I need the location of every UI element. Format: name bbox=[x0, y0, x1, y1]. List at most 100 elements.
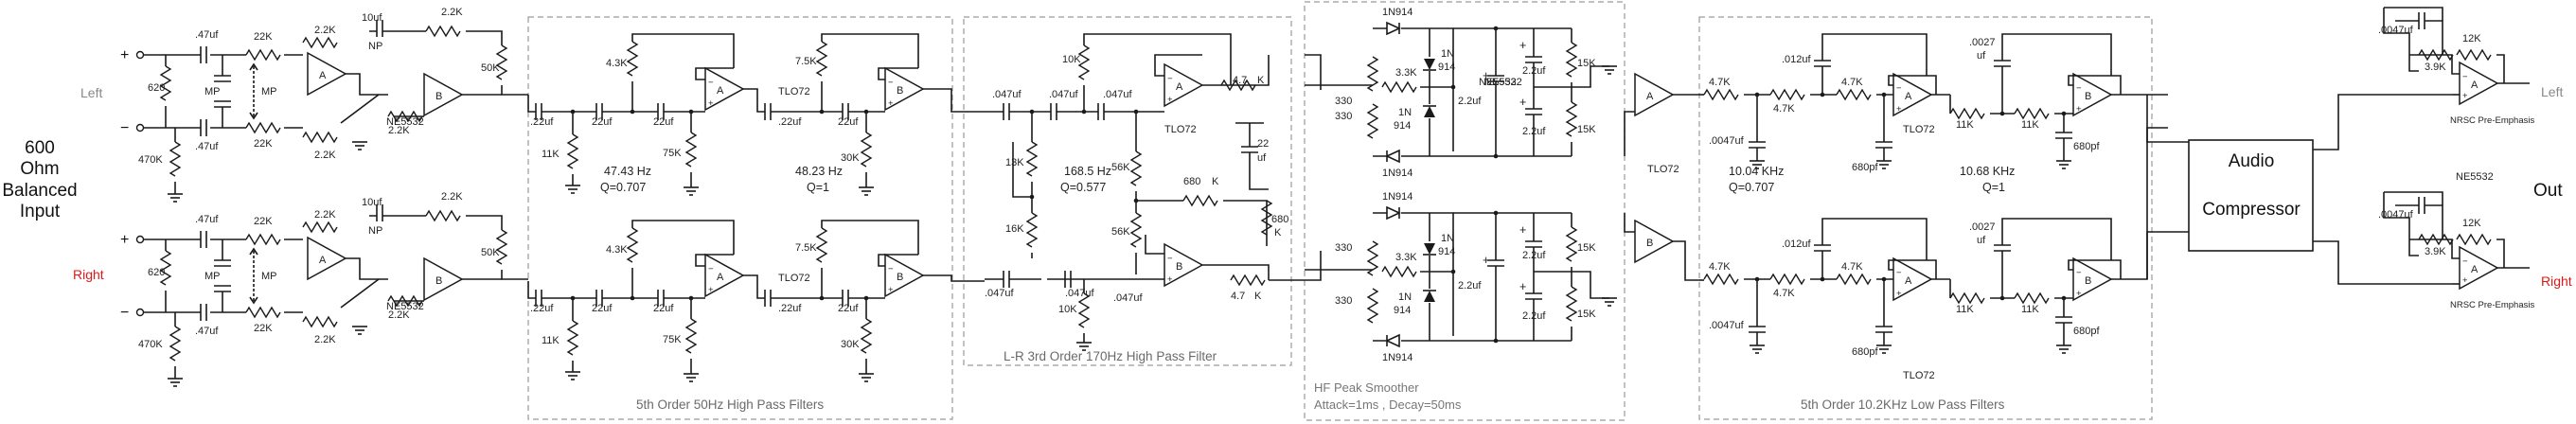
svg-text:−: − bbox=[1896, 83, 1902, 94]
svg-text:3.9K: 3.9K bbox=[2425, 62, 2446, 73]
svg-text:.22uf: .22uf bbox=[778, 116, 802, 128]
svg-text:.0047uf: .0047uf bbox=[2378, 209, 2414, 221]
svg-text:.47uf: .47uf bbox=[195, 326, 219, 337]
svg-text:30K: 30K bbox=[841, 339, 860, 350]
svg-text:11K: 11K bbox=[1956, 304, 1974, 315]
svg-text:680: 680 bbox=[1183, 176, 1200, 187]
svg-text:1N914: 1N914 bbox=[1382, 7, 1412, 18]
compressor-label-line1: Audio bbox=[2229, 151, 2275, 171]
svg-text:22uf: 22uf bbox=[653, 303, 674, 314]
svg-text:680pf: 680pf bbox=[1852, 346, 1878, 358]
svg-text:1N: 1N bbox=[1398, 292, 1412, 303]
svg-text:−: − bbox=[888, 78, 894, 88]
svg-text:2.2uf: 2.2uf bbox=[1522, 250, 1546, 261]
svg-text:2.2K: 2.2K bbox=[314, 209, 336, 221]
output-label: Out bbox=[2533, 181, 2563, 201]
svg-text:−: − bbox=[1167, 254, 1173, 264]
svg-text:680pf: 680pf bbox=[2073, 326, 2100, 337]
front-end-right: + − .47uf .47uf 620 470K 22K 22K MP MP 2… bbox=[120, 191, 528, 387]
svg-text:1N: 1N bbox=[1441, 233, 1454, 244]
svg-text:22uf: 22uf bbox=[838, 303, 859, 314]
svg-text:+: + bbox=[1167, 95, 1173, 105]
svg-text:56K: 56K bbox=[1111, 226, 1130, 238]
svg-text:TLO72: TLO72 bbox=[1903, 370, 1935, 381]
svg-text:.012uf: .012uf bbox=[1782, 54, 1812, 65]
svg-text:470K: 470K bbox=[138, 339, 163, 350]
svg-text:A: A bbox=[1905, 275, 1912, 287]
svg-text:+: + bbox=[1519, 39, 1526, 52]
svg-text:50K: 50K bbox=[481, 62, 500, 74]
svg-text:22uf: 22uf bbox=[653, 116, 674, 128]
svg-text:680: 680 bbox=[1271, 214, 1288, 225]
svg-text:.047uf: .047uf bbox=[1103, 89, 1133, 100]
svg-text:.47uf: .47uf bbox=[195, 29, 219, 41]
svg-text:330: 330 bbox=[1335, 96, 1352, 107]
svg-text:2.2K: 2.2K bbox=[314, 25, 336, 36]
hpf-left: .22uf 22uf 22uf 11K 4.3K 75K A −+ 47.43 … bbox=[527, 33, 985, 196]
input-label-line1: 600 bbox=[25, 138, 55, 158]
svg-text:TLO72: TLO72 bbox=[1903, 124, 1935, 135]
svg-text:22K: 22K bbox=[254, 216, 273, 227]
svg-text:15K: 15K bbox=[1577, 124, 1596, 135]
hpf-section-box bbox=[527, 16, 953, 420]
output-right-label: Right bbox=[2541, 274, 2572, 289]
svg-text:−: − bbox=[888, 264, 894, 274]
svg-text:7.5K: 7.5K bbox=[795, 56, 817, 67]
svg-text:B: B bbox=[897, 272, 903, 283]
svg-text:56K: 56K bbox=[1111, 162, 1130, 173]
svg-text:−: − bbox=[708, 264, 714, 274]
svg-text:Q=0.707: Q=0.707 bbox=[600, 181, 646, 194]
svg-text:4.7: 4.7 bbox=[1231, 291, 1245, 302]
svg-text:22uf: 22uf bbox=[592, 116, 613, 128]
svg-text:A: A bbox=[717, 272, 724, 283]
svg-text:K: K bbox=[1257, 75, 1265, 86]
svg-text:−: − bbox=[2462, 256, 2468, 267]
svg-text:1N914: 1N914 bbox=[1382, 352, 1412, 363]
svg-text:10uf: 10uf bbox=[362, 197, 382, 208]
svg-text:Q=0.707: Q=0.707 bbox=[1729, 181, 1774, 194]
svg-text:10.04 KHz: 10.04 KHz bbox=[1729, 165, 1784, 178]
svg-text:+: + bbox=[2076, 104, 2082, 115]
svg-text:2.2K: 2.2K bbox=[388, 125, 410, 136]
svg-text:NRSC Pre-Emphasis: NRSC Pre-Emphasis bbox=[2450, 300, 2534, 310]
svg-text:.0047uf: .0047uf bbox=[2378, 25, 2414, 36]
svg-text:−: − bbox=[2076, 83, 2082, 94]
svg-text:K: K bbox=[1212, 176, 1219, 187]
svg-text:1N: 1N bbox=[1398, 107, 1412, 118]
svg-text:+: + bbox=[1483, 254, 1489, 267]
svg-text:4.3K: 4.3K bbox=[606, 244, 628, 256]
right-channel-label: Right bbox=[73, 267, 104, 282]
svg-text:+: + bbox=[708, 98, 714, 109]
svg-text:−: − bbox=[708, 78, 714, 88]
svg-text:MP: MP bbox=[261, 271, 277, 282]
svg-text:+: + bbox=[120, 47, 129, 63]
svg-text:TLO72: TLO72 bbox=[1647, 164, 1679, 175]
svg-text:A: A bbox=[1905, 91, 1912, 102]
svg-text:+: + bbox=[120, 232, 129, 248]
svg-text:3.3K: 3.3K bbox=[1395, 252, 1417, 263]
svg-text:3.3K: 3.3K bbox=[1395, 67, 1417, 79]
svg-text:22K: 22K bbox=[254, 323, 273, 334]
svg-text:2.2uf: 2.2uf bbox=[1522, 65, 1546, 77]
svg-text:11K: 11K bbox=[1956, 119, 1974, 131]
svg-text:620: 620 bbox=[148, 82, 165, 94]
svg-text:TLO72: TLO72 bbox=[778, 86, 810, 97]
hf-attack-decay: Attack=1ms , Decay=50ms bbox=[1314, 398, 1462, 412]
svg-text:11K: 11K bbox=[2021, 119, 2039, 131]
svg-text:uf: uf bbox=[1977, 50, 1986, 62]
svg-text:Q=0.577: Q=0.577 bbox=[1060, 181, 1106, 194]
svg-text:Q=1: Q=1 bbox=[807, 181, 829, 194]
svg-text:2.2uf: 2.2uf bbox=[1458, 96, 1482, 107]
svg-text:620: 620 bbox=[148, 267, 165, 278]
svg-text:−: − bbox=[2076, 268, 2082, 278]
svg-text:B: B bbox=[2085, 275, 2091, 287]
svg-text:+: + bbox=[2462, 91, 2468, 101]
svg-text:2.2uf: 2.2uf bbox=[1522, 310, 1546, 322]
svg-text:Q=1: Q=1 bbox=[1982, 181, 2005, 194]
svg-text:2.2K: 2.2K bbox=[388, 309, 410, 321]
svg-text:+: + bbox=[2076, 289, 2082, 299]
hpf-section-title: 5th Order 50Hz High Pass Filters bbox=[636, 398, 824, 412]
svg-text:.22uf: .22uf bbox=[530, 303, 554, 314]
svg-text:22: 22 bbox=[1257, 138, 1269, 150]
svg-text:NRSC Pre-Emphasis: NRSC Pre-Emphasis bbox=[2450, 115, 2534, 126]
